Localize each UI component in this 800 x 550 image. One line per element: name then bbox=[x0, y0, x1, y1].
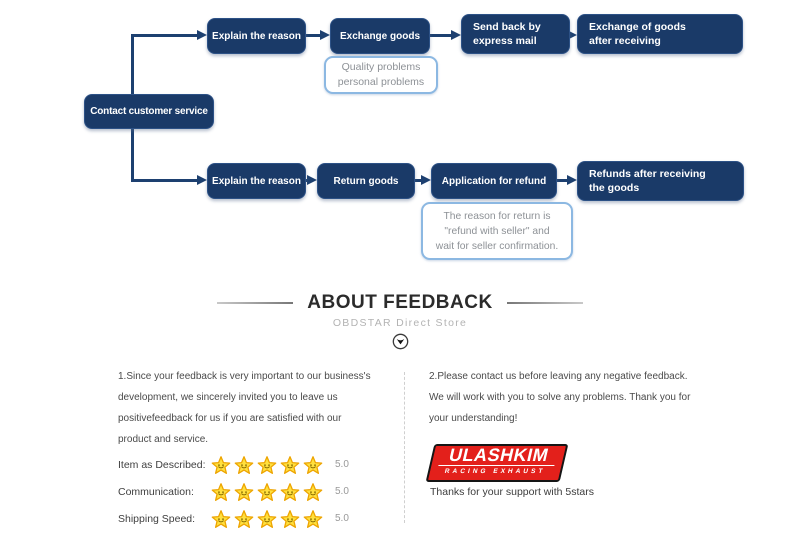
rating-score: 5.0 bbox=[335, 486, 349, 497]
title-rule-right bbox=[506, 302, 583, 304]
connector-line bbox=[428, 33, 451, 37]
arrowhead-icon bbox=[197, 174, 207, 185]
smiley-star-icon bbox=[257, 482, 277, 501]
arrowhead-icon bbox=[320, 29, 330, 40]
note-exchange-reasons: Quality problems personal problems bbox=[324, 56, 438, 94]
star-rating bbox=[210, 454, 325, 476]
smiley-star-icon bbox=[234, 509, 254, 528]
smiley-star-icon bbox=[211, 455, 231, 474]
logo-tagline: RACING EXHAUST bbox=[436, 465, 555, 475]
flow-box-exchange-goods: Exchange goods bbox=[330, 18, 430, 54]
smiley-star-icon bbox=[280, 455, 300, 474]
flow-box-return-goods: Return goods bbox=[317, 163, 415, 199]
smiley-star-icon bbox=[303, 455, 323, 474]
connector-line bbox=[131, 127, 134, 180]
arrowhead-icon bbox=[567, 29, 577, 40]
connector-line bbox=[555, 178, 567, 182]
connector-line bbox=[131, 33, 197, 37]
flow-box-application-refund: Application for refund bbox=[431, 163, 557, 199]
flow-box-contact-customer-service: Contact customer service bbox=[84, 94, 214, 129]
section-title: ABOUT FEEDBACK bbox=[307, 292, 493, 313]
arrowhead-icon bbox=[197, 29, 207, 40]
smiley-star-icon bbox=[280, 509, 300, 528]
title-rule-left bbox=[217, 302, 294, 304]
smiley-star-icon bbox=[234, 455, 254, 474]
flow-box-explain-reason-bottom: Explain the reason bbox=[207, 163, 306, 199]
flow-box-refunds-after-receiving: Refunds after receiving the goods bbox=[577, 161, 744, 201]
feedback-header: ABOUT FEEDBACK OBDSTAR Direct Store bbox=[0, 292, 800, 350]
feedback-paragraph-1: 1.Since your feedback is very important … bbox=[118, 371, 371, 445]
arrowhead-icon bbox=[567, 174, 577, 185]
smiley-star-icon bbox=[303, 509, 323, 528]
rating-label: Communication: bbox=[118, 485, 194, 498]
smiley-star-icon bbox=[303, 482, 323, 501]
store-name: OBDSTAR Direct Store bbox=[332, 317, 468, 329]
rating-score: 5.0 bbox=[335, 513, 349, 524]
star-rating bbox=[210, 508, 325, 530]
rating-row: Item as Described: 5.0 bbox=[118, 451, 349, 478]
smiley-star-icon bbox=[211, 482, 231, 501]
connector-line bbox=[131, 178, 197, 182]
arrowhead-icon bbox=[421, 174, 431, 185]
arrowhead-icon bbox=[307, 174, 317, 185]
connector-line bbox=[413, 178, 421, 182]
ulashkim-logo: ULASHKIM RACING EXHAUST bbox=[425, 444, 569, 482]
rating-label: Item as Described: bbox=[118, 458, 206, 471]
flow-box-explain-reason-top: Explain the reason bbox=[207, 18, 306, 54]
feedback-paragraph-2: 2.Please contact us before leaving any n… bbox=[429, 371, 691, 424]
smiley-star-icon bbox=[211, 509, 231, 528]
smiley-star-icon bbox=[280, 482, 300, 501]
smiley-star-icon bbox=[257, 509, 277, 528]
rating-label: Shipping Speed: bbox=[118, 512, 196, 525]
arrowhead-icon bbox=[451, 29, 461, 40]
flow-box-send-back: Send back by express mail bbox=[461, 14, 570, 54]
column-divider bbox=[404, 372, 405, 523]
star-rating bbox=[210, 481, 325, 503]
chevron-down-circle-icon bbox=[0, 333, 800, 350]
note-refund-reason: The reason for return is "refund with se… bbox=[421, 202, 573, 260]
smiley-star-icon bbox=[257, 455, 277, 474]
logo-name: ULASHKIM bbox=[447, 445, 551, 465]
connector-line bbox=[131, 34, 134, 94]
flow-box-exchange-after-receiving: Exchange of goods after receiving bbox=[577, 14, 743, 54]
smiley-star-icon bbox=[234, 482, 254, 501]
rating-score: 5.0 bbox=[335, 459, 349, 470]
rating-row: Shipping Speed: 5.0 bbox=[118, 505, 349, 532]
rating-row: Communication: 5.0 bbox=[118, 478, 349, 505]
connector-line bbox=[304, 33, 320, 37]
thanks-text: Thanks for your support with 5stars bbox=[430, 486, 594, 498]
